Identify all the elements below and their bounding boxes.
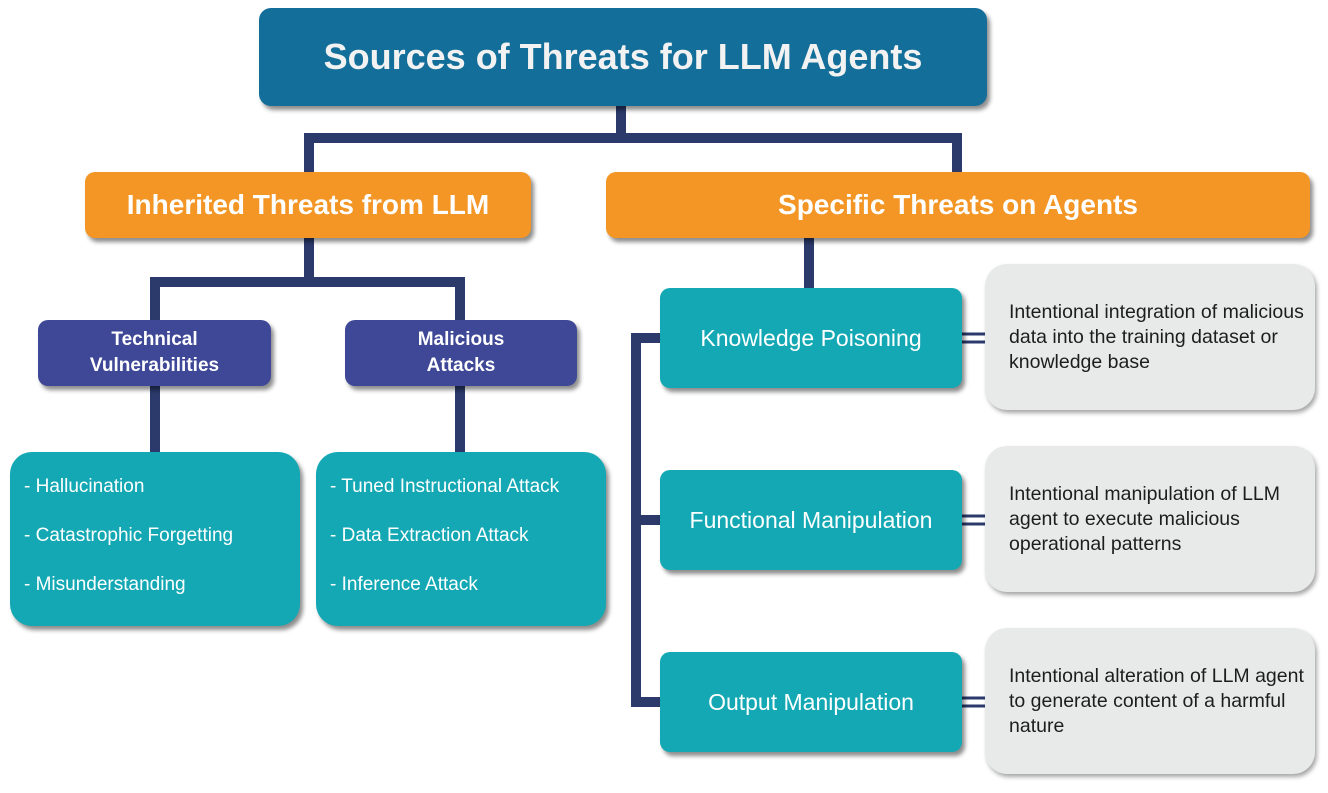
threat-functional-manipulation: Functional Manipulation [660, 470, 962, 570]
list-item: - Hallucination [24, 476, 145, 497]
diagram-title: Sources of Threats for LLM Agents [259, 8, 987, 106]
subcategory-technical-vulnerabilities: Technical Vulnerabilities [38, 320, 271, 386]
threat-knowledge-poisoning: Knowledge Poisoning [660, 288, 962, 388]
description-text: Intentional manipulation of LLM agent to… [1009, 482, 1281, 555]
category-specific-threats: Specific Threats on Agents [606, 172, 1310, 238]
inherited-branch [150, 277, 465, 327]
description-functional-manipulation: Intentional manipulation of LLM agent to… [985, 446, 1315, 592]
list-item: - Misunderstanding [24, 574, 186, 595]
list-item: - Tuned Instructional Attack [330, 476, 560, 497]
subcategory-label-line: Vulnerabilities [89, 355, 220, 376]
description-text: Intentional integration of malicious dat… [1009, 300, 1304, 373]
list-item: - Catastrophic Forgetting [24, 525, 234, 546]
threat-output-manipulation: Output Manipulation [660, 652, 962, 752]
description-knowledge-poisoning: Intentional integration of malicious dat… [985, 264, 1315, 410]
list-item: - Inference Attack [330, 574, 478, 595]
subcategory-label-line: Malicious [417, 329, 505, 350]
subcategory-malicious-attacks: Malicious Attacks [345, 320, 577, 386]
subcategory-label-line: Attacks [426, 355, 496, 376]
subcategory-label-line: Technical [111, 329, 198, 350]
list-item: - Data Extraction Attack [330, 525, 529, 546]
malicious-attacks-list: - Tuned Instructional Attack - Data Extr… [316, 452, 606, 626]
description-text: Intentional alteration of LLM agent to g… [1009, 664, 1304, 737]
root-branch [304, 133, 962, 180]
technical-vulnerabilities-list: - Hallucination - Catastrophic Forgettin… [10, 452, 300, 626]
category-inherited-threats: Inherited Threats from LLM [85, 172, 531, 238]
description-output-manipulation: Intentional alteration of LLM agent to g… [985, 628, 1315, 774]
